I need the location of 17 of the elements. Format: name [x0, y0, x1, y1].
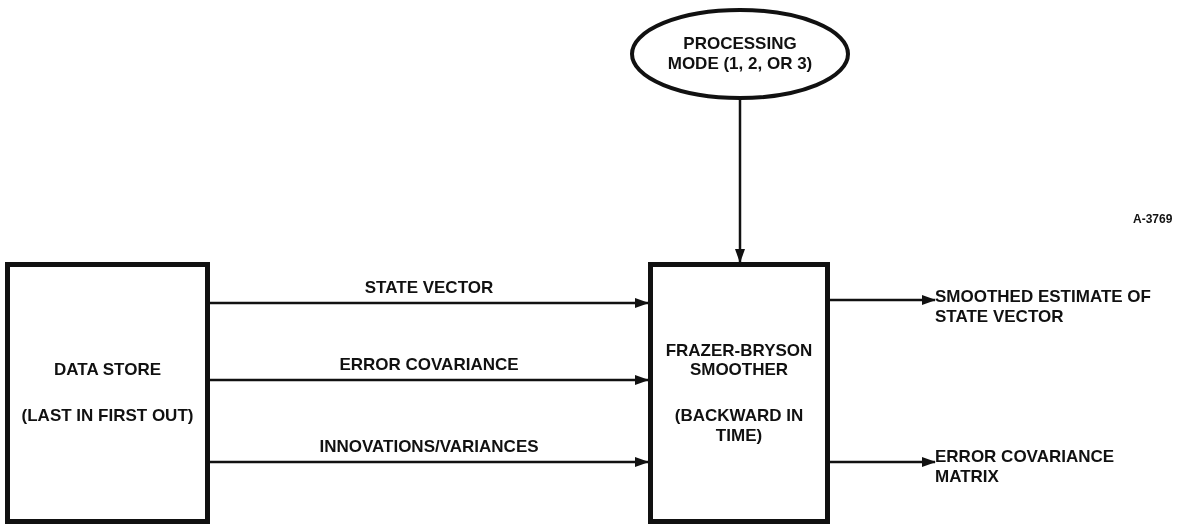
- arrow: [830, 295, 936, 305]
- process-box: [648, 262, 830, 524]
- node-title: PROCESSING MODE (1, 2, OR 3): [666, 34, 814, 74]
- node-subtitle: (LAST IN FIRST OUT): [21, 406, 194, 426]
- node-title: DATA STORE: [53, 360, 161, 380]
- node-title: FRAZER-BRYSON SMOOTHER: [664, 340, 814, 380]
- arrow: [735, 100, 745, 263]
- figure-number: A-3769: [1133, 212, 1173, 226]
- node-title: SMOOTHED ESTIMATE OF STATE VECTOR: [935, 287, 1152, 328]
- arrow: [210, 375, 649, 385]
- arrow: [210, 298, 649, 308]
- process-box: [5, 262, 210, 524]
- arrow: [210, 457, 649, 467]
- input-oval: [630, 8, 850, 100]
- node-title: ERROR COVARIANCE MATRIX: [935, 447, 1116, 488]
- node-subtitle: (BACKWARD IN TIME): [673, 406, 805, 446]
- arrow: [830, 457, 936, 467]
